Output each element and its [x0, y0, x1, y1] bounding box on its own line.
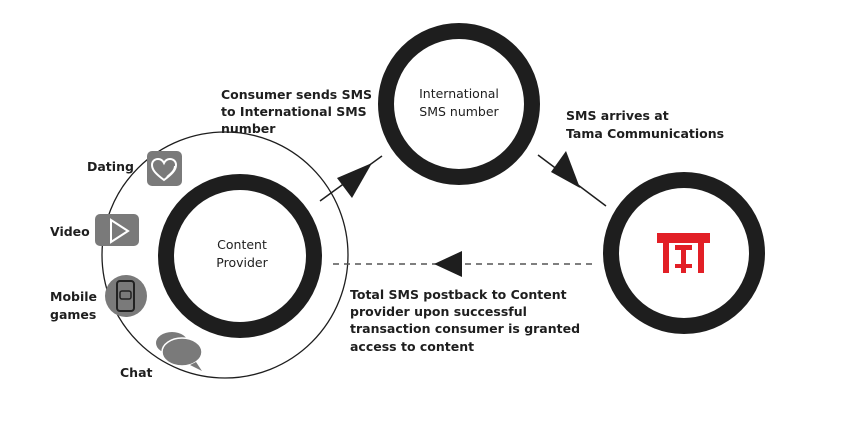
content-provider-node: Content Provider: [158, 174, 322, 338]
tama-communications-node: [603, 172, 765, 334]
arrow-head-icon: [434, 251, 462, 277]
content-provider-label-line1: Content: [217, 237, 267, 252]
postback-line4: access to content: [350, 339, 474, 354]
consumer-sends-line3: number: [221, 121, 276, 136]
play-icon: [95, 214, 139, 246]
consumer-sends-line2: to International SMS: [221, 104, 367, 119]
postback-line2: provider upon successful: [350, 304, 527, 319]
service-mobile-games: Mobile games: [50, 275, 147, 322]
international-sms-label-line1: International: [419, 86, 499, 101]
gamepad-phone-icon: [105, 275, 147, 317]
postback-label: Total SMS postback to Content provider u…: [350, 287, 580, 354]
international-sms-label-line2: SMS number: [419, 104, 499, 119]
arrow-head-icon: [337, 163, 372, 198]
sms-arrives-line1: SMS arrives at: [566, 108, 669, 123]
content-provider-label-line2: Provider: [216, 255, 268, 270]
consumer-sends-line1: Consumer sends SMS: [221, 87, 372, 102]
consumer-sends-label: Consumer sends SMS to International SMS …: [221, 87, 372, 136]
services-orbit: [101, 131, 349, 379]
service-video: Video: [50, 214, 139, 246]
edge-consumer-sends: [319, 155, 383, 202]
edge-postback: [333, 251, 596, 277]
international-sms-node: International SMS number: [378, 23, 540, 185]
service-mobile-games-label-line2: games: [50, 307, 96, 322]
sms-arrives-label: SMS arrives at Tama Communications: [566, 108, 724, 141]
service-dating: Dating: [87, 151, 182, 186]
service-chat: Chat: [120, 332, 203, 380]
service-chat-label: Chat: [120, 365, 153, 380]
tama-communications-logo-icon: [657, 233, 710, 273]
postback-line1: Total SMS postback to Content: [350, 287, 567, 302]
hearts-icon: [147, 151, 182, 186]
service-dating-label: Dating: [87, 159, 134, 174]
service-mobile-games-label-line1: Mobile: [50, 289, 97, 304]
service-video-label: Video: [50, 224, 90, 239]
arrow-head-icon: [551, 151, 580, 188]
sms-arrives-line2: Tama Communications: [566, 126, 724, 141]
chat-bubbles-icon: [156, 332, 203, 371]
postback-line3: transaction consumer is granted: [350, 321, 580, 336]
edge-sms-arrives: [537, 151, 607, 207]
